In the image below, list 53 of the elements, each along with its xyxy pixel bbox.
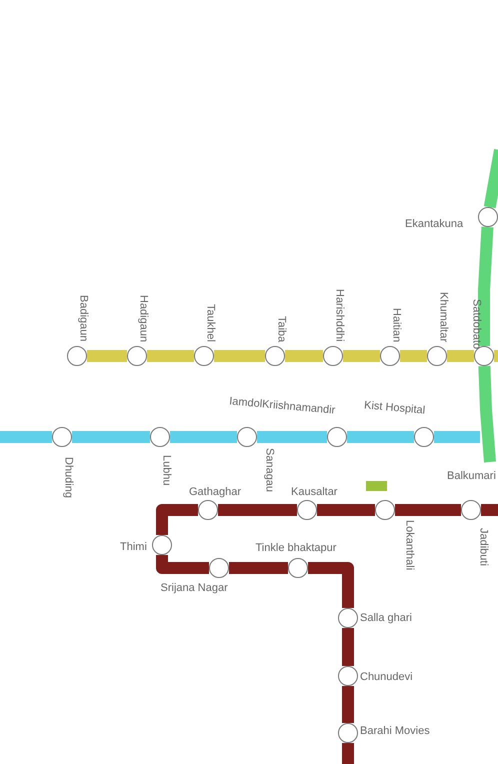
metro-line — [395, 504, 461, 516]
metro-line — [481, 504, 498, 516]
metro-line — [0, 431, 52, 443]
metro-line — [342, 628, 354, 666]
metro-line — [478, 366, 496, 462]
station-name: Jadibuti — [476, 528, 490, 566]
station-name: Ekantakuna — [405, 218, 464, 230]
station-name: Lubhu — [160, 455, 172, 486]
metro-line — [214, 350, 265, 362]
metro-line — [308, 562, 354, 608]
station-name: Satdobato — [470, 299, 482, 350]
station-name: Kausaltar — [291, 486, 338, 498]
metro-line — [347, 431, 414, 443]
metro-line — [87, 350, 127, 362]
station-name: Harishddhi — [332, 289, 346, 342]
metro-line — [342, 686, 354, 723]
station-name: Khumaltar — [436, 292, 450, 342]
metro-line — [494, 350, 498, 362]
station-name: Taiba — [274, 316, 288, 342]
metro-line — [447, 350, 474, 362]
metro-line — [343, 350, 380, 362]
station-name: Srijana Nagar — [160, 582, 228, 594]
station-name: Badigaun — [76, 295, 90, 342]
metro-line — [484, 148, 498, 208]
station-name: Thimi — [120, 540, 147, 554]
metro-line — [156, 555, 209, 574]
station-name: Tinkle bhaktapur — [256, 542, 336, 554]
station-name: IamdolKriishnamandir — [228, 394, 336, 418]
station-name: Barahi Movies — [360, 724, 430, 738]
metro-line — [285, 350, 323, 362]
station-name: Kist Hospital — [363, 398, 426, 418]
metro-line — [434, 431, 480, 443]
station-name: Chunudevi — [360, 670, 413, 684]
station-name: Sanagau — [262, 448, 276, 492]
station-name: Lokanthali — [402, 520, 416, 570]
metro-line — [478, 226, 494, 346]
metro-line — [72, 431, 150, 443]
station-name: Balkumari — [447, 470, 496, 483]
station-name: Hadigaun — [136, 295, 150, 342]
metro-line — [229, 562, 288, 574]
metro-line — [317, 504, 375, 516]
metro-line — [257, 431, 327, 443]
station-name: Salla ghari — [360, 612, 412, 624]
station-name: Taukhel — [204, 304, 216, 342]
metro-line — [400, 350, 427, 362]
metro-line — [170, 431, 237, 443]
metro-line — [218, 504, 297, 516]
metro-line — [342, 743, 354, 764]
metro-line — [147, 350, 194, 362]
station-name: Gathaghar — [189, 486, 241, 498]
metro-line — [156, 504, 198, 535]
station-name: Haitian — [390, 308, 402, 342]
station-name: Dhuding — [62, 457, 74, 498]
